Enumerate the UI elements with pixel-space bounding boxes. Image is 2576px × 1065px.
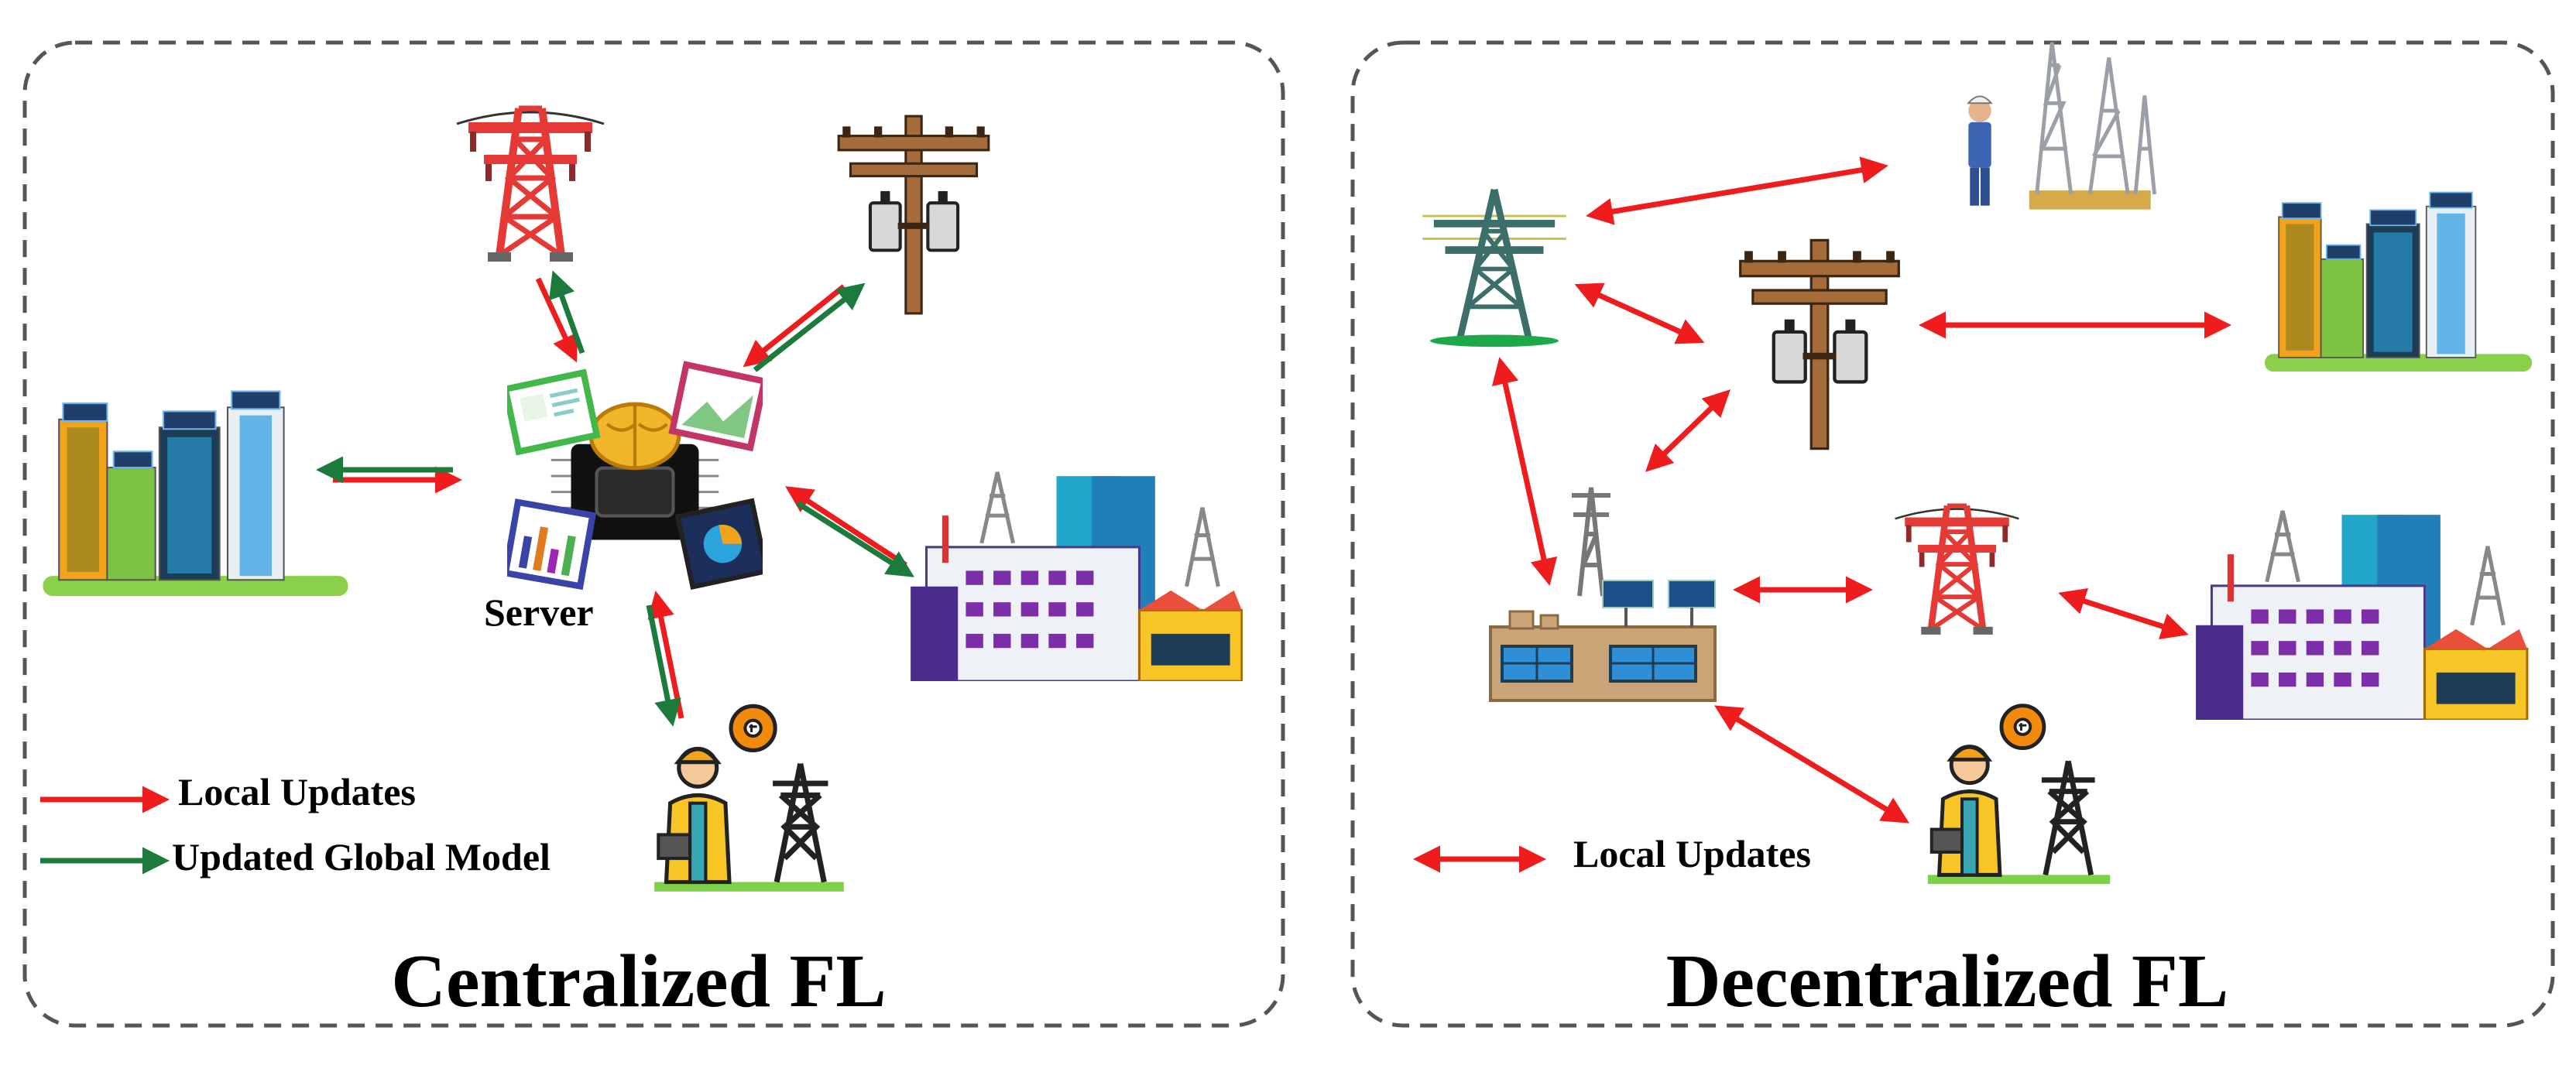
decentralized-title: Decentralized FL: [1666, 940, 2229, 1023]
decentralized-panel: [1350, 40, 2555, 1028]
solar-substation-icon: [1490, 488, 1715, 700]
solar-buildings-icon: [43, 390, 348, 596]
arrow-local-tower: [535, 277, 578, 363]
worker-tower-site-icon: [1968, 43, 2154, 210]
centralized-arrows: [316, 270, 914, 727]
centralized-title: Centralized FL: [391, 940, 887, 1023]
arrow-local-factory: [785, 486, 907, 567]
decentralized-arrows: [1491, 156, 2231, 824]
arrow-pole-substation: [1645, 389, 1731, 472]
arrow-local-pole: [743, 284, 846, 368]
solar-buildings-icon: [2265, 191, 2532, 373]
legend-local-text: Local Updates: [178, 770, 416, 813]
power-plant-factory-icon: [911, 472, 1242, 681]
ai-server-icon: [506, 365, 767, 587]
power-plant-factory-icon: [2196, 511, 2527, 720]
legend-local-text: Local Updates: [1573, 832, 1811, 875]
arrow-global-tower: [549, 270, 585, 354]
utility-pole-icon: [1741, 240, 1899, 448]
arrow-global-pole: [753, 283, 866, 372]
legend-global-text: Updated Global Model: [172, 835, 551, 878]
transmission-tower-icon: [1895, 505, 2019, 634]
arrow-tower-pole: [1574, 283, 1705, 344]
arrow-tower-substation: [1491, 357, 1558, 586]
centralized-panel: [22, 40, 1285, 1028]
arrow-tower-factory: [2058, 587, 2189, 640]
field-engineer-icon: [654, 706, 844, 892]
arrow-global-engineer: [646, 604, 681, 727]
arrow-substation-engineer: [1714, 705, 1909, 824]
transmission-tower-icon: [457, 108, 604, 262]
server-label: Server: [484, 591, 594, 634]
green-transmission-tower-icon: [1422, 190, 1566, 347]
arrow-tower-worker: [1586, 156, 1888, 225]
utility-pole-icon: [839, 116, 989, 313]
arrow-global-factory: [796, 501, 914, 577]
field-engineer-icon: [1928, 706, 2110, 884]
